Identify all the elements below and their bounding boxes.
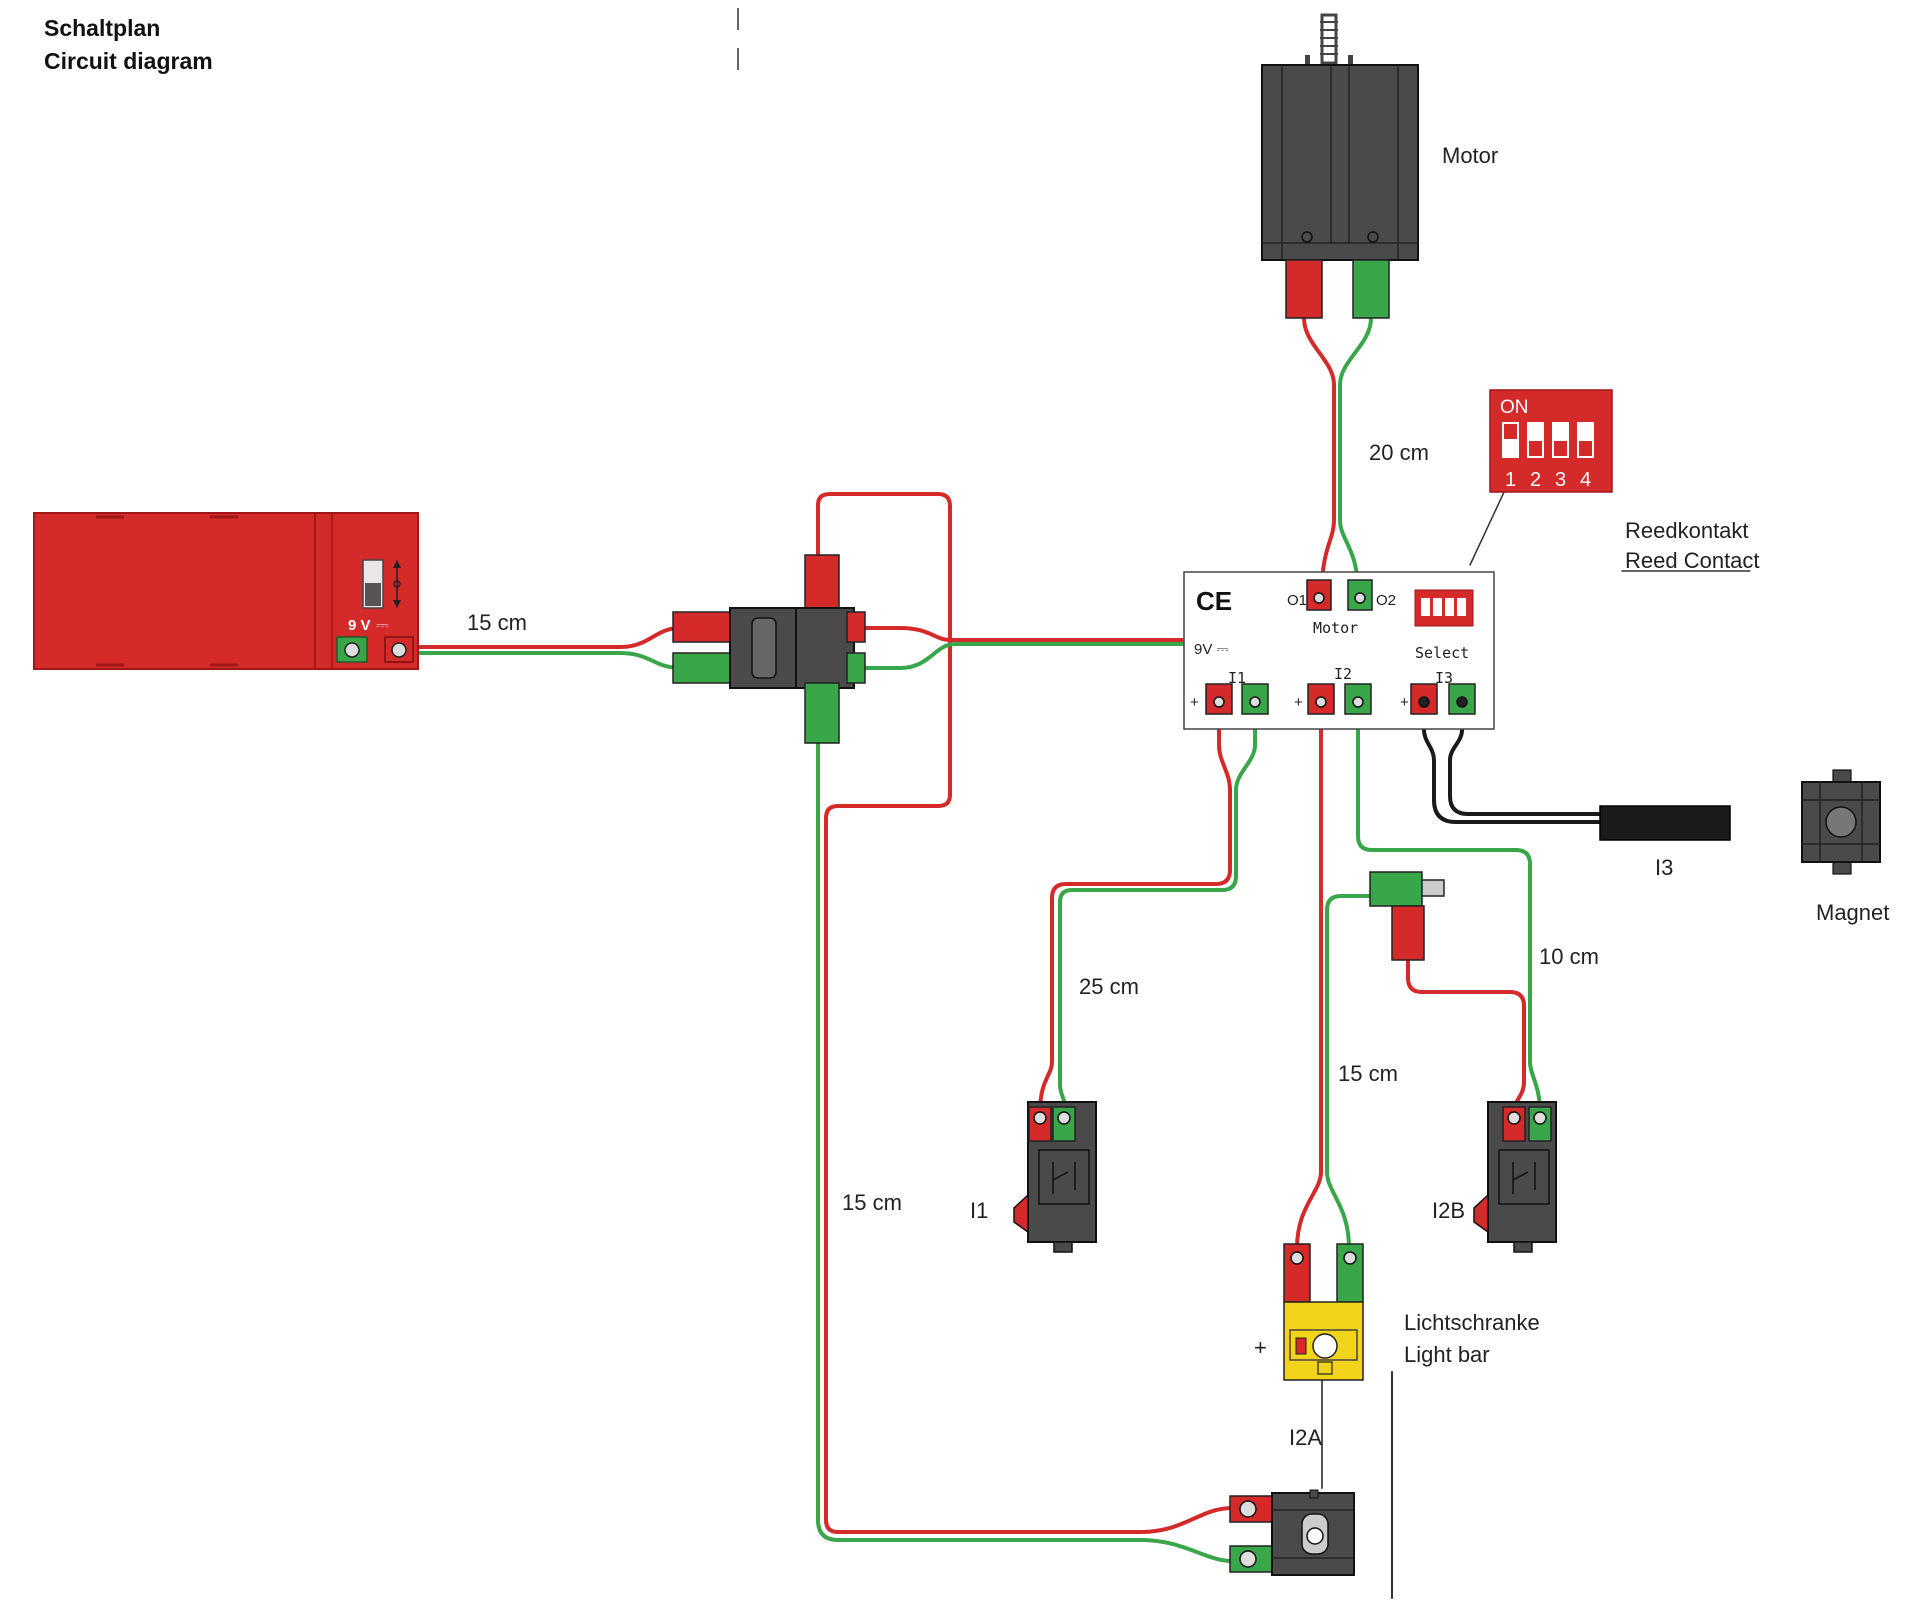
distributor-block xyxy=(672,554,866,744)
controller-dip-switch[interactable] xyxy=(1414,589,1474,627)
reed-contact-input-label: I3 xyxy=(1655,855,1673,880)
motor xyxy=(1261,13,1419,319)
lamp-block xyxy=(1229,1489,1355,1576)
battery-voltage-label: 9 V xyxy=(348,617,371,634)
dip-switch-enlarged: ON 1 2 3 4 xyxy=(1489,389,1613,493)
wire-lightbar-green xyxy=(1325,894,1374,1250)
wire-i2-red xyxy=(1295,708,1323,1250)
wire-distributor-red-loop xyxy=(816,492,1234,1534)
plug-green-left xyxy=(672,652,734,684)
dip-toggle-2[interactable] xyxy=(1527,422,1544,458)
output-o1-socket[interactable] xyxy=(1306,579,1332,611)
dip-number-4: 4 xyxy=(1580,469,1591,491)
switch-i1[interactable] xyxy=(1013,1101,1097,1253)
switch-i1-actuator xyxy=(1013,1193,1029,1234)
input-i1-plus-socket[interactable] xyxy=(1205,683,1233,715)
input-i1-plus: + xyxy=(1190,694,1199,711)
light-barrier xyxy=(1283,1243,1364,1381)
input-i3-plus: + xyxy=(1400,694,1409,711)
lightbar-input-label: I2A xyxy=(1289,1425,1322,1450)
input-i3-label: I3 xyxy=(1435,669,1453,687)
wire-i2-green xyxy=(1356,708,1542,1114)
motor-label: Motor xyxy=(1442,143,1498,168)
dip-number-1: 1 xyxy=(1505,469,1516,491)
input-i2-plus: + xyxy=(1294,694,1303,711)
magnet-label: Magnet xyxy=(1816,900,1889,925)
dip-on-label: ON xyxy=(1500,397,1529,418)
wire-i3-black-1 xyxy=(1422,708,1604,824)
lightbar-plus: + xyxy=(1254,1335,1267,1360)
lamp-plug-green xyxy=(1229,1545,1273,1573)
lightbar-label-english: Light bar xyxy=(1404,1342,1490,1367)
switch-i2b-actuator xyxy=(1473,1193,1489,1234)
motor-plug-red xyxy=(1285,259,1323,319)
dip-number-2: 2 xyxy=(1530,469,1541,491)
dip-toggle-3[interactable] xyxy=(1552,422,1569,458)
plug-red-left xyxy=(672,611,734,643)
lightbar-label-german: Lichtschranke xyxy=(1404,1310,1540,1335)
controller-board: CE O1 O2 Motor Select 9V ⎓ I1 I2 I3 + + … xyxy=(1183,571,1495,730)
wires xyxy=(348,316,1751,1599)
reed-contact-sensor xyxy=(1599,805,1731,841)
input-i2-label: I2 xyxy=(1334,665,1352,683)
callout-dip xyxy=(1469,489,1506,566)
switch-i2b[interactable] xyxy=(1473,1101,1557,1253)
cable-length-lamp: 15 cm xyxy=(842,1190,902,1215)
cable-length-lightbar: 15 cm xyxy=(1338,1061,1398,1086)
ce-mark: CE xyxy=(1196,586,1232,616)
wire-plug-red xyxy=(1406,956,1526,1114)
wire-i3-black-2 xyxy=(1448,708,1604,816)
cable-length-battery: 15 cm xyxy=(467,610,527,635)
plug-adapter xyxy=(1369,871,1445,961)
input-i1-label: I1 xyxy=(1228,669,1246,687)
input-i2-minus-socket[interactable] xyxy=(1344,683,1372,715)
controller-motor-label: Motor xyxy=(1313,619,1358,637)
magnet xyxy=(1801,769,1881,875)
cable-length-i1: 25 cm xyxy=(1079,974,1139,999)
dip-toggle-1[interactable] xyxy=(1502,422,1519,458)
wire-9v-green xyxy=(863,642,1184,670)
diagram-title-german: Schaltplan xyxy=(44,15,160,41)
plug-red-top xyxy=(804,554,840,616)
wire-i1-red xyxy=(1038,708,1232,1114)
diagram-title-english: Circuit diagram xyxy=(44,48,213,74)
wire-9v-red xyxy=(863,626,1184,642)
plug-green-bottom xyxy=(804,682,840,744)
battery-dc-symbol: ⎓ xyxy=(376,617,389,634)
reed-contact-label-english: Reed Contact xyxy=(1625,548,1760,573)
switch-i1-label: I1 xyxy=(970,1198,988,1223)
input-i3-plus-socket[interactable] xyxy=(1410,683,1438,715)
plug-red-right xyxy=(846,611,866,643)
switch-i2b-label: I2B xyxy=(1432,1198,1465,1223)
cable-length-motor: 20 cm xyxy=(1369,440,1429,465)
wire-motor-green xyxy=(1338,316,1373,594)
controller-power-label: 9V ⎓ xyxy=(1194,641,1229,658)
input-i2-plus-socket[interactable] xyxy=(1307,683,1335,715)
dip-number-3: 3 xyxy=(1555,469,1566,491)
reed-contact-label-german: Reedkontakt xyxy=(1625,518,1749,543)
battery-pack: 9 V ⎓ xyxy=(33,512,419,670)
cable-length-i2b: 10 cm xyxy=(1539,944,1599,969)
controller-select-label: Select xyxy=(1415,644,1469,662)
wire-motor-red xyxy=(1302,316,1336,592)
motor-plug-green xyxy=(1352,259,1390,319)
dip-toggle-4[interactable] xyxy=(1577,422,1594,458)
plug-green-right xyxy=(846,652,866,684)
output-o1-label: O1 xyxy=(1287,592,1307,609)
wire-i1-green xyxy=(1058,708,1257,1114)
battery-switch[interactable] xyxy=(362,559,401,609)
wire-distributor-green-lamp xyxy=(816,738,1234,1563)
output-o2-label: O2 xyxy=(1376,592,1396,609)
